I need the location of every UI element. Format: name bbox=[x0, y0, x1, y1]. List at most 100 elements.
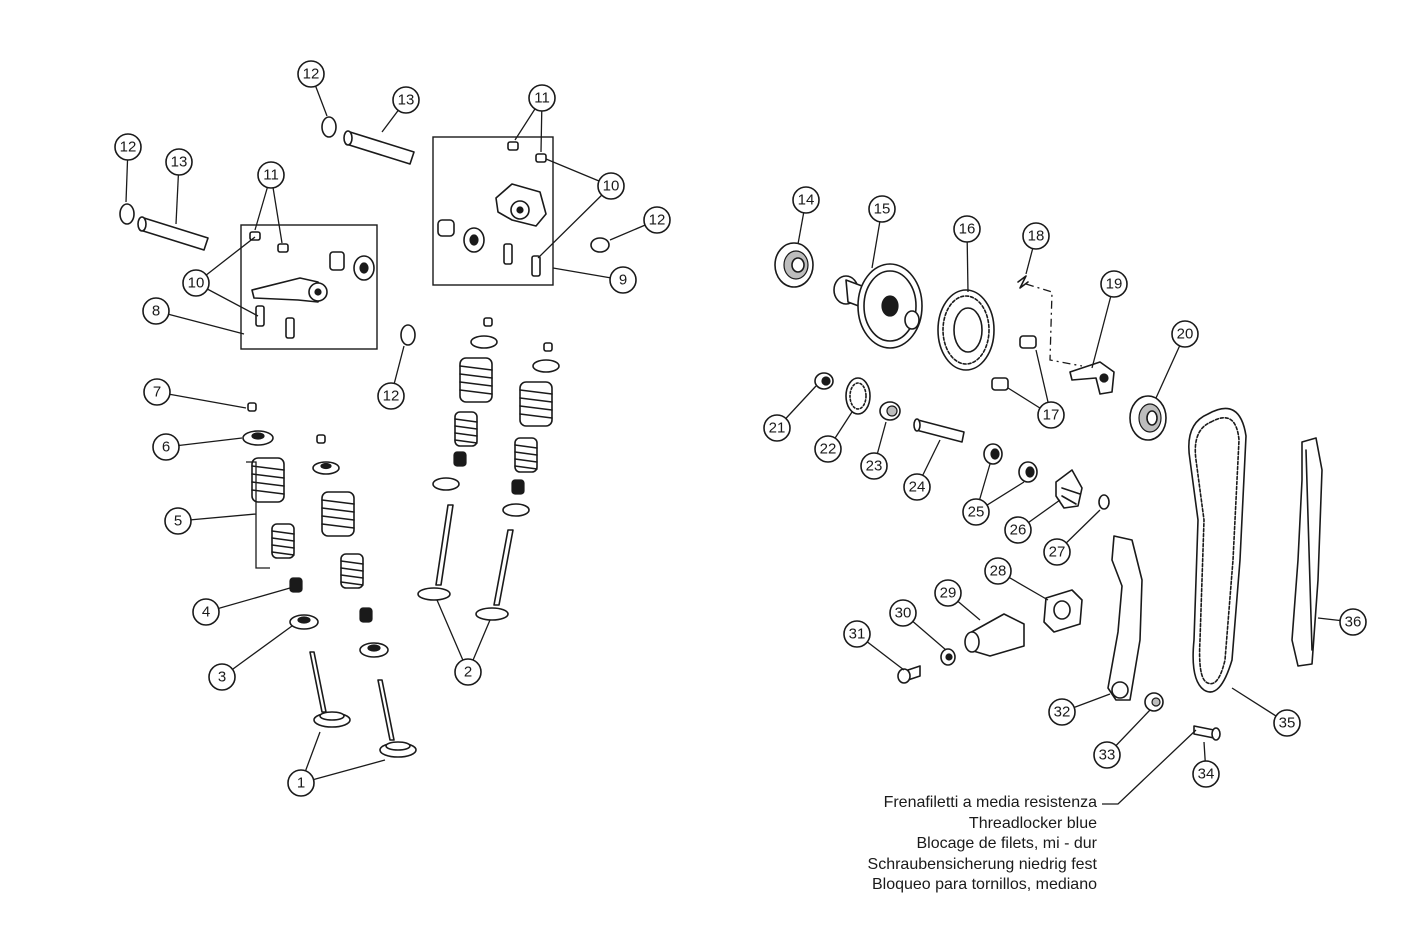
svg-text:5: 5 bbox=[174, 513, 182, 530]
callout-35: 35 bbox=[1273, 709, 1301, 737]
svg-text:31: 31 bbox=[849, 626, 866, 643]
svg-text:27: 27 bbox=[1049, 544, 1066, 561]
callout-23: 23 bbox=[860, 452, 888, 480]
part-9-rocker-kit-box bbox=[432, 136, 554, 286]
part-27-circlip bbox=[1098, 494, 1110, 510]
part-15-camshaft-gear bbox=[833, 263, 923, 349]
svg-text:13: 13 bbox=[171, 154, 188, 171]
svg-text:21: 21 bbox=[769, 420, 786, 437]
callout-7: 7 bbox=[143, 378, 171, 406]
callout-15: 15 bbox=[868, 195, 896, 223]
svg-text:12: 12 bbox=[120, 139, 137, 156]
svg-text:11: 11 bbox=[534, 90, 550, 107]
part-25-seals bbox=[983, 443, 1038, 483]
part-26-impeller bbox=[1055, 469, 1083, 509]
svg-text:8: 8 bbox=[152, 303, 160, 320]
callout-2: 2 bbox=[454, 658, 482, 686]
svg-text:29: 29 bbox=[940, 585, 957, 602]
svg-text:16: 16 bbox=[959, 221, 976, 238]
part-22-sprocket bbox=[845, 377, 871, 415]
callout-12-c: 12 bbox=[643, 206, 671, 234]
callout-29: 29 bbox=[934, 579, 962, 607]
svg-text:23: 23 bbox=[866, 458, 883, 475]
part-29-tensioner bbox=[964, 613, 1025, 657]
callout-17: 17 bbox=[1037, 401, 1065, 429]
part-32-chain-guide bbox=[1107, 535, 1143, 701]
callout-1: 1 bbox=[287, 769, 315, 797]
part-23-bushing bbox=[879, 401, 901, 421]
svg-text:12: 12 bbox=[649, 212, 666, 229]
svg-text:12: 12 bbox=[383, 388, 400, 405]
svg-text:13: 13 bbox=[398, 92, 415, 109]
svg-text:32: 32 bbox=[1054, 704, 1071, 721]
svg-text:25: 25 bbox=[968, 504, 985, 521]
svg-text:36: 36 bbox=[1345, 614, 1362, 631]
part-9-rocker-arm bbox=[437, 141, 547, 277]
threadlocker-note-spanish: Bloqueo para tornillos, mediano bbox=[871, 876, 1097, 893]
part-18-to-19-assembly-line bbox=[1025, 283, 1083, 367]
callout-21: 21 bbox=[763, 414, 791, 442]
callout-18: 18 bbox=[1022, 222, 1050, 250]
callout-34: 34 bbox=[1192, 760, 1220, 788]
svg-text:34: 34 bbox=[1198, 766, 1215, 783]
callout-8: 8 bbox=[142, 297, 170, 325]
callout-13-right: 13 bbox=[392, 86, 420, 114]
svg-text:30: 30 bbox=[895, 605, 912, 622]
svg-text:9: 9 bbox=[619, 272, 627, 289]
callout-5: 5 bbox=[164, 507, 192, 535]
threadlocker-note-french: Blocage de filets, mi - dur bbox=[916, 835, 1097, 852]
callout-3: 3 bbox=[208, 663, 236, 691]
svg-text:19: 19 bbox=[1106, 276, 1123, 293]
callout-11-left: 11 bbox=[257, 161, 285, 189]
svg-text:18: 18 bbox=[1028, 228, 1045, 245]
part-3-spring-seats bbox=[289, 477, 530, 658]
svg-text:11: 11 bbox=[263, 167, 279, 184]
svg-text:33: 33 bbox=[1099, 747, 1116, 764]
callout-6: 6 bbox=[152, 433, 180, 461]
callout-12-a: 12 bbox=[114, 133, 142, 161]
callout-10-right: 10 bbox=[597, 172, 625, 200]
part-17-screws bbox=[991, 335, 1037, 391]
callout-26: 26 bbox=[1004, 516, 1032, 544]
threadlocker-note-italian: Frenafiletti a media resistenza bbox=[883, 794, 1097, 811]
svg-text:14: 14 bbox=[798, 192, 815, 209]
svg-text:12: 12 bbox=[303, 66, 320, 83]
svg-text:4: 4 bbox=[202, 604, 210, 621]
threadlocker-note-german: Schraubensicherung niedrig fest bbox=[867, 855, 1097, 873]
svg-text:2: 2 bbox=[464, 664, 472, 681]
svg-text:22: 22 bbox=[820, 441, 837, 458]
part-1-exhaust-valves bbox=[309, 651, 417, 758]
callout-9: 9 bbox=[609, 266, 637, 294]
callout-28: 28 bbox=[984, 557, 1012, 585]
part-35-timing-chain bbox=[1188, 407, 1247, 693]
svg-text:24: 24 bbox=[909, 479, 926, 496]
part-33-bushing bbox=[1144, 692, 1164, 712]
part-7-valve-keys bbox=[247, 317, 553, 444]
part-36-chain-guide bbox=[1291, 437, 1323, 667]
part-13-rocker-shafts bbox=[137, 130, 415, 251]
callout-16: 16 bbox=[953, 215, 981, 243]
callout-10-left: 10 bbox=[182, 269, 210, 297]
svg-text:10: 10 bbox=[603, 178, 620, 195]
part-14-bearing bbox=[774, 242, 814, 288]
svg-text:26: 26 bbox=[1010, 522, 1027, 539]
threadlocker-note-english: Threadlocker blue bbox=[968, 814, 1097, 832]
part-30-washer bbox=[940, 648, 956, 666]
callout-33: 33 bbox=[1093, 741, 1121, 769]
leader-lines bbox=[125, 73, 1354, 805]
callout-4: 4 bbox=[192, 598, 220, 626]
svg-text:10: 10 bbox=[188, 275, 205, 292]
part-16-timing-gear bbox=[937, 289, 995, 371]
svg-text:35: 35 bbox=[1279, 715, 1296, 732]
part-12-shaft-washers bbox=[119, 116, 610, 346]
callout-20: 20 bbox=[1171, 320, 1199, 348]
svg-text:1: 1 bbox=[297, 775, 305, 792]
part-20-bearing bbox=[1129, 395, 1167, 441]
part-5-valve-springs bbox=[251, 357, 553, 589]
part-34-pin bbox=[1193, 725, 1221, 741]
callout-22: 22 bbox=[814, 435, 842, 463]
callout-14: 14 bbox=[792, 186, 820, 214]
part-4-valve-seals bbox=[289, 451, 525, 623]
callout-12-b: 12 bbox=[297, 60, 325, 88]
